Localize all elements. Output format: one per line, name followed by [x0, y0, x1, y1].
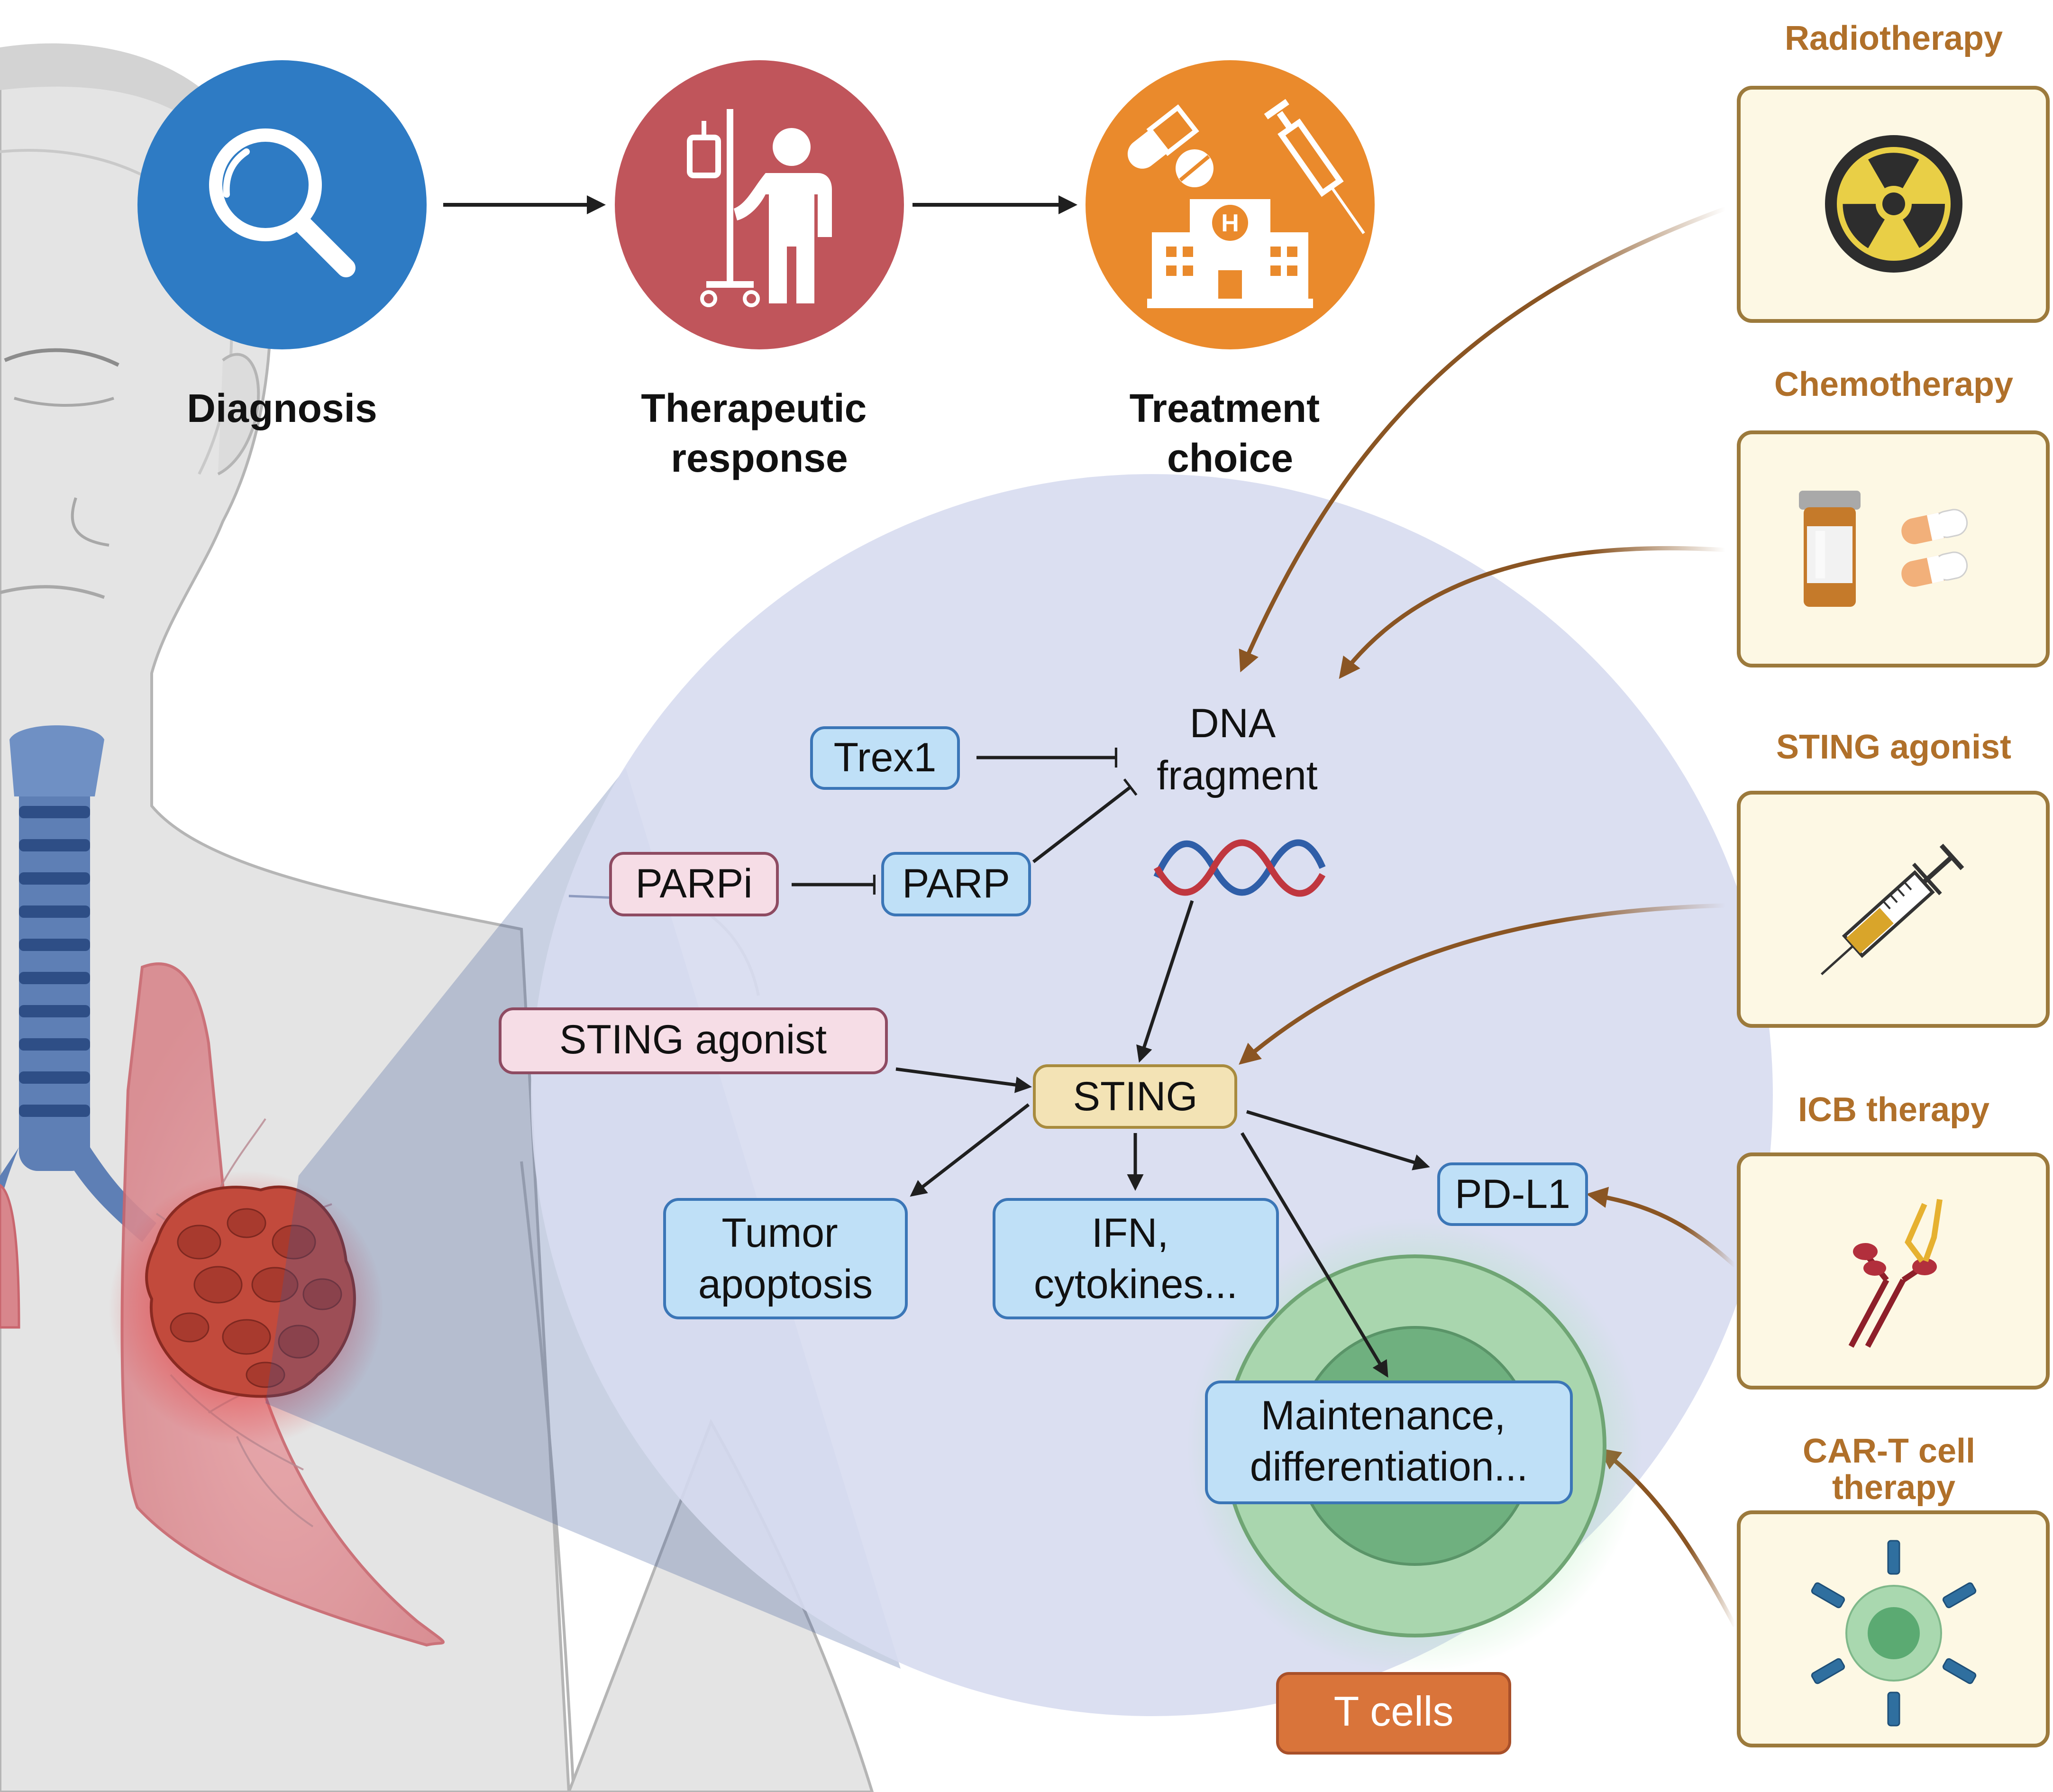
parp-inhibits-dna [1032, 787, 1131, 863]
dna-fragment-label: DNA fragment [1157, 701, 1317, 798]
pills-hospital-syringe-icon: H [1127, 99, 1365, 308]
pathway: DNA fragment Trex1 PARPi PARP STING agon… [499, 701, 1588, 1504]
sting-agonist-arrow [1239, 903, 1726, 1065]
magnifier-icon [209, 128, 356, 277]
pdl1-node [1437, 1162, 1588, 1226]
car-t-cell-icon [1811, 1540, 1977, 1727]
sting-label: STING [1073, 1074, 1198, 1119]
pdl1-label: PD-L1 [1455, 1171, 1570, 1217]
sting-to-maintenance-arrow [1240, 1132, 1388, 1378]
syringe-icon [1820, 843, 1964, 976]
trex1-label: Trex1 [834, 735, 937, 780]
chemotherapy-box [1737, 430, 2050, 667]
sting-agonist-node [499, 1007, 888, 1074]
therapeutic-response-label: Therapeutic response [641, 386, 877, 480]
t-cells-box [1276, 1672, 1511, 1755]
iv-drip-patient-icon [687, 109, 832, 307]
sting-to-apoptosis-arrow [910, 1103, 1030, 1197]
radiotherapy-arrow [1239, 206, 1726, 673]
therapeutic-response-step: Therapeutic response [615, 60, 904, 480]
diagnosis-step: Diagnosis [137, 60, 427, 430]
dna-helix-icon [1153, 839, 1326, 897]
treatment-choice-label: Treatment choice [1130, 386, 1331, 480]
parpi-node [609, 852, 779, 916]
ifn-label: IFN, cytokines... [1034, 1210, 1238, 1307]
diagnosis-label: Diagnosis [187, 386, 377, 430]
workflow: Diagnosis Therapeutic response [137, 60, 1375, 480]
therapy-panel: Radiotherapy Chemotherapy [1239, 19, 2050, 1747]
maintenance-node [1205, 1381, 1573, 1504]
human-body-illustration [0, 43, 874, 1792]
radiation-icon [1825, 135, 1962, 273]
tumor-apoptosis-node [663, 1198, 908, 1319]
trex1-node [810, 726, 960, 790]
antibody-icon [1848, 1199, 1943, 1348]
tumor-apoptosis-label: Tumor apoptosis [698, 1210, 873, 1307]
capsules-icon [1901, 509, 1968, 587]
dna-to-sting-arrow [1136, 900, 1194, 1063]
parp-label: PARP [902, 861, 1010, 906]
parpi-label: PARPi [636, 861, 753, 906]
chemotherapy-arrow [1339, 546, 1726, 679]
t-cells-label: T cells [1334, 1688, 1454, 1735]
pill-bottle-icon [1799, 491, 1861, 607]
maintenance-label: Maintenance, differentiation... [1250, 1393, 1528, 1490]
icb-therapy-box [1737, 1152, 2050, 1390]
treatment-choice-step: H Treatment choice [1086, 60, 1375, 480]
parp-node [881, 852, 1031, 916]
icb-arrow [1586, 1187, 1737, 1268]
agonist-to-sting-arrow [895, 1067, 1032, 1093]
sting-agonist-therapy-label: STING agonist [1776, 728, 2011, 766]
ifn-node [993, 1198, 1279, 1319]
sting-agonist-label: STING agonist [559, 1017, 827, 1062]
radiotherapy-label: Radiotherapy [1785, 19, 2003, 57]
sting-to-pdl1-arrow [1246, 1110, 1430, 1170]
chemotherapy-label: Chemotherapy [1774, 366, 2013, 403]
svg-text:H: H [1221, 210, 1239, 237]
car-t-therapy-label: CAR-T cell therapy [1803, 1432, 1985, 1507]
icb-therapy-label: ICB therapy [1798, 1091, 1989, 1129]
sting-node [1033, 1064, 1237, 1129]
